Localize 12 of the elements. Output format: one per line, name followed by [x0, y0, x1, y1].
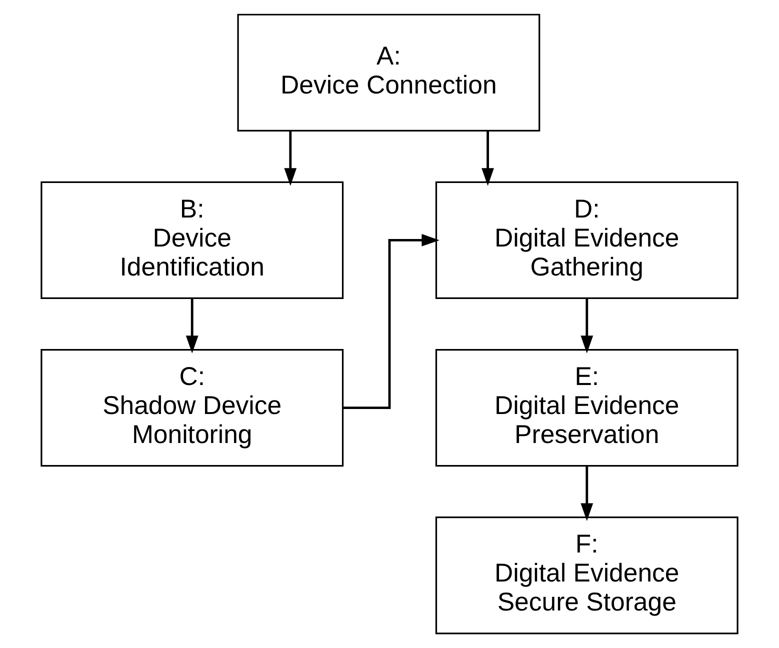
node-box: A: Device Connection [237, 14, 540, 132]
node-box: C: Shadow Device Monitoring [40, 348, 344, 467]
node-box: B: Device Identification [40, 181, 344, 300]
arrow [482, 130, 494, 186]
arrow [580, 298, 594, 354]
arrow [343, 234, 440, 409]
node-box: E: Digital Evidence Preservation [435, 348, 738, 467]
node-box: D: Digital Evidence Gathering [435, 181, 738, 300]
arrow [580, 466, 594, 521]
arrow [284, 130, 297, 186]
arrow [186, 298, 198, 354]
node-box: F: Digital Evidence Secure Storage [435, 516, 738, 634]
